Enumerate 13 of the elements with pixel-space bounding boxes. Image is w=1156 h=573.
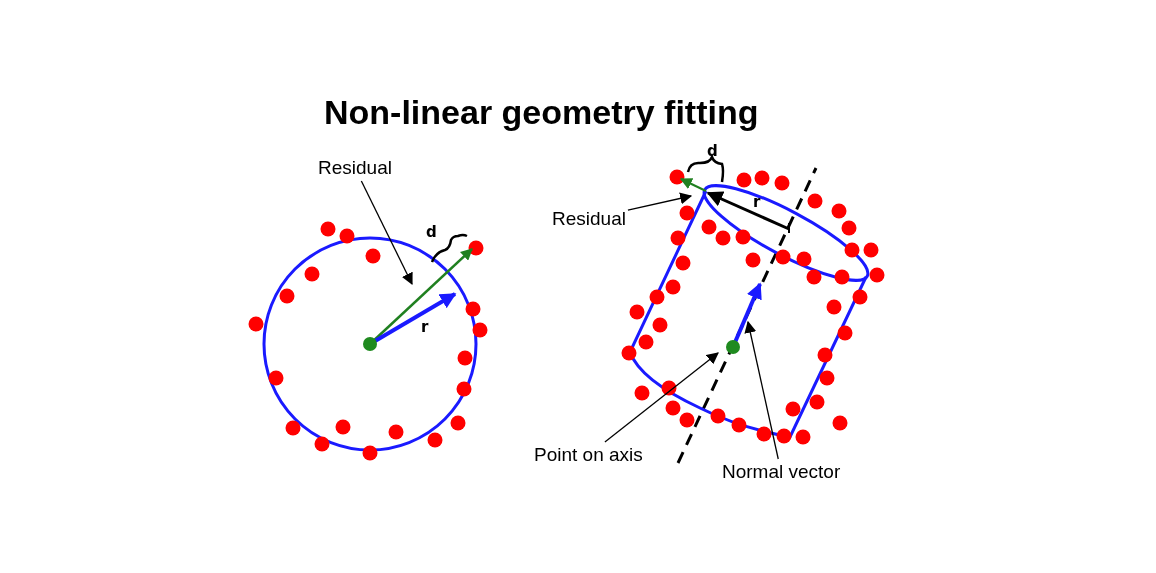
diagram-title: Non-linear geometry fitting	[324, 92, 759, 132]
leader-line	[604, 352, 719, 443]
distance-label: d	[426, 224, 437, 240]
callout-text: Residual	[552, 208, 626, 230]
callout-text: Point on axis	[534, 444, 643, 466]
radius-label: r	[421, 319, 429, 335]
distance-label: d	[707, 143, 718, 159]
leader-line	[360, 180, 413, 286]
leader-line	[744, 320, 779, 460]
callout-text: Residual	[318, 157, 392, 179]
callout-text: Normal vector	[722, 461, 841, 483]
leader-line	[627, 192, 693, 211]
radius-label: r	[753, 194, 761, 210]
